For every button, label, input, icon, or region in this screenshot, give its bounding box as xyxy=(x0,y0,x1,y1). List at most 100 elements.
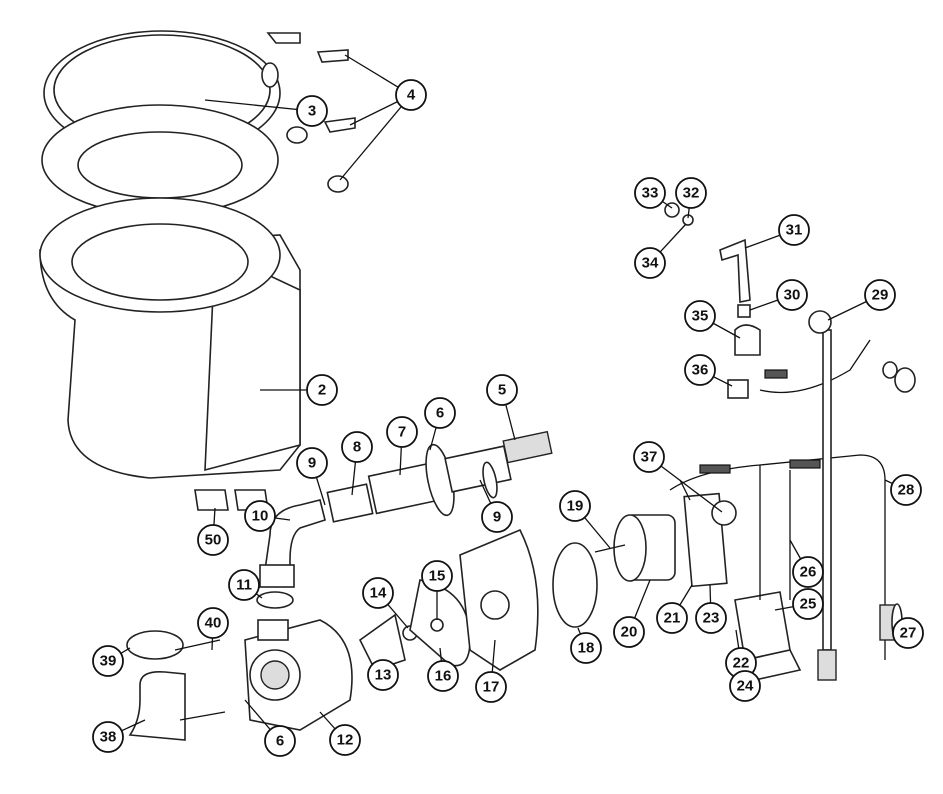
callout-circle xyxy=(92,645,124,677)
callout-4: 4 xyxy=(395,79,427,111)
callout-circle xyxy=(386,416,418,448)
callout-7: 7 xyxy=(386,416,418,448)
control-box xyxy=(734,591,802,681)
callout-label: 39 xyxy=(100,653,117,670)
callout-label: 32 xyxy=(683,185,700,202)
callout-9: 9 xyxy=(481,501,513,533)
callout-circle xyxy=(656,602,688,634)
callout-circle xyxy=(890,474,922,506)
callout-35: 35 xyxy=(684,300,716,332)
impeller-and-plates xyxy=(358,528,539,671)
callout-circle xyxy=(475,671,507,703)
leader-line xyxy=(339,94,412,181)
callout-label: 3 xyxy=(308,103,316,120)
callout-circle xyxy=(329,724,361,756)
callout-13: 13 xyxy=(367,659,399,691)
toilet-seat xyxy=(41,104,279,216)
callout-label: 10 xyxy=(252,508,269,525)
callout-label: 13 xyxy=(375,667,392,684)
callout-label: 5 xyxy=(498,382,506,399)
callout-label: 26 xyxy=(800,564,817,581)
callout-37: 37 xyxy=(633,441,665,473)
callout-label: 27 xyxy=(900,625,917,642)
callout-label: 8 xyxy=(353,439,361,456)
callout-19: 19 xyxy=(559,490,591,522)
motor xyxy=(552,492,737,628)
callout-circle xyxy=(864,279,896,311)
callout-circle xyxy=(634,177,666,209)
solenoid-valve-assembly xyxy=(664,202,761,399)
callout-circle xyxy=(228,569,260,601)
callout-10: 10 xyxy=(244,500,276,532)
callout-36: 36 xyxy=(684,354,716,386)
inlet-pipe-assembly xyxy=(256,430,553,609)
callout-circle xyxy=(367,659,399,691)
callout-circle xyxy=(197,607,229,639)
callout-circle xyxy=(892,617,924,649)
callout-34: 34 xyxy=(634,247,666,279)
callout-label: 36 xyxy=(692,362,709,379)
callout-circle xyxy=(421,560,453,592)
callout-16: 16 xyxy=(427,660,459,692)
callout-circle xyxy=(92,721,124,753)
callout-circle xyxy=(486,374,518,406)
callout-circle xyxy=(776,279,808,311)
callout-circle xyxy=(559,490,591,522)
callout-circle xyxy=(427,660,459,692)
callout-21: 21 xyxy=(656,602,688,634)
callout-label: 19 xyxy=(567,498,584,515)
callout-circle xyxy=(634,247,666,279)
callout-circle xyxy=(792,556,824,588)
callout-39: 39 xyxy=(92,645,124,677)
callout-circle xyxy=(481,501,513,533)
callout-label: 40 xyxy=(205,615,222,632)
callout-label: 50 xyxy=(205,532,222,549)
callout-circle xyxy=(675,177,707,209)
callout-circle xyxy=(306,374,338,406)
leader-line xyxy=(204,99,313,112)
callout-label: 4 xyxy=(407,87,416,104)
callout-label: 2 xyxy=(318,382,326,399)
switch-rod xyxy=(808,310,916,681)
callout-circle xyxy=(633,441,665,473)
callout-label: 30 xyxy=(784,287,801,304)
callout-circle xyxy=(424,397,456,429)
callout-label: 29 xyxy=(872,287,889,304)
callout-2: 2 xyxy=(306,374,338,406)
callout-circle xyxy=(729,670,761,702)
callout-circle xyxy=(695,602,727,634)
callout-label: 6 xyxy=(276,733,284,750)
callout-label: 17 xyxy=(483,679,500,696)
callout-30: 30 xyxy=(776,279,808,311)
callout-label: 33 xyxy=(642,185,659,202)
toilet-bowl xyxy=(39,197,301,479)
callout-label: 28 xyxy=(898,482,915,499)
callout-label: 20 xyxy=(621,624,638,641)
callout-label: 31 xyxy=(786,222,803,239)
callout-6: 6 xyxy=(424,397,456,429)
callout-17: 17 xyxy=(475,671,507,703)
callout-label: 11 xyxy=(236,577,252,594)
callout-38: 38 xyxy=(92,721,124,753)
callout-8: 8 xyxy=(341,431,373,463)
wiring-harness xyxy=(669,339,886,660)
callout-label: 22 xyxy=(733,655,750,672)
callout-circle xyxy=(778,214,810,246)
callout-11: 11 xyxy=(228,569,260,601)
callout-label: 35 xyxy=(692,308,709,325)
callout-label: 7 xyxy=(398,424,406,441)
callout-circle xyxy=(395,79,427,111)
callout-circle xyxy=(341,431,373,463)
callout-label: 21 xyxy=(664,610,681,627)
callout-label: 16 xyxy=(435,668,452,685)
callout-label: 24 xyxy=(737,678,754,695)
callout-label: 14 xyxy=(370,585,387,602)
callout-26: 26 xyxy=(792,556,824,588)
callout-circle xyxy=(684,300,716,332)
callout-circle xyxy=(362,577,394,609)
callout-40: 40 xyxy=(197,607,229,639)
callout-circle xyxy=(296,447,328,479)
callout-18: 18 xyxy=(570,632,602,664)
